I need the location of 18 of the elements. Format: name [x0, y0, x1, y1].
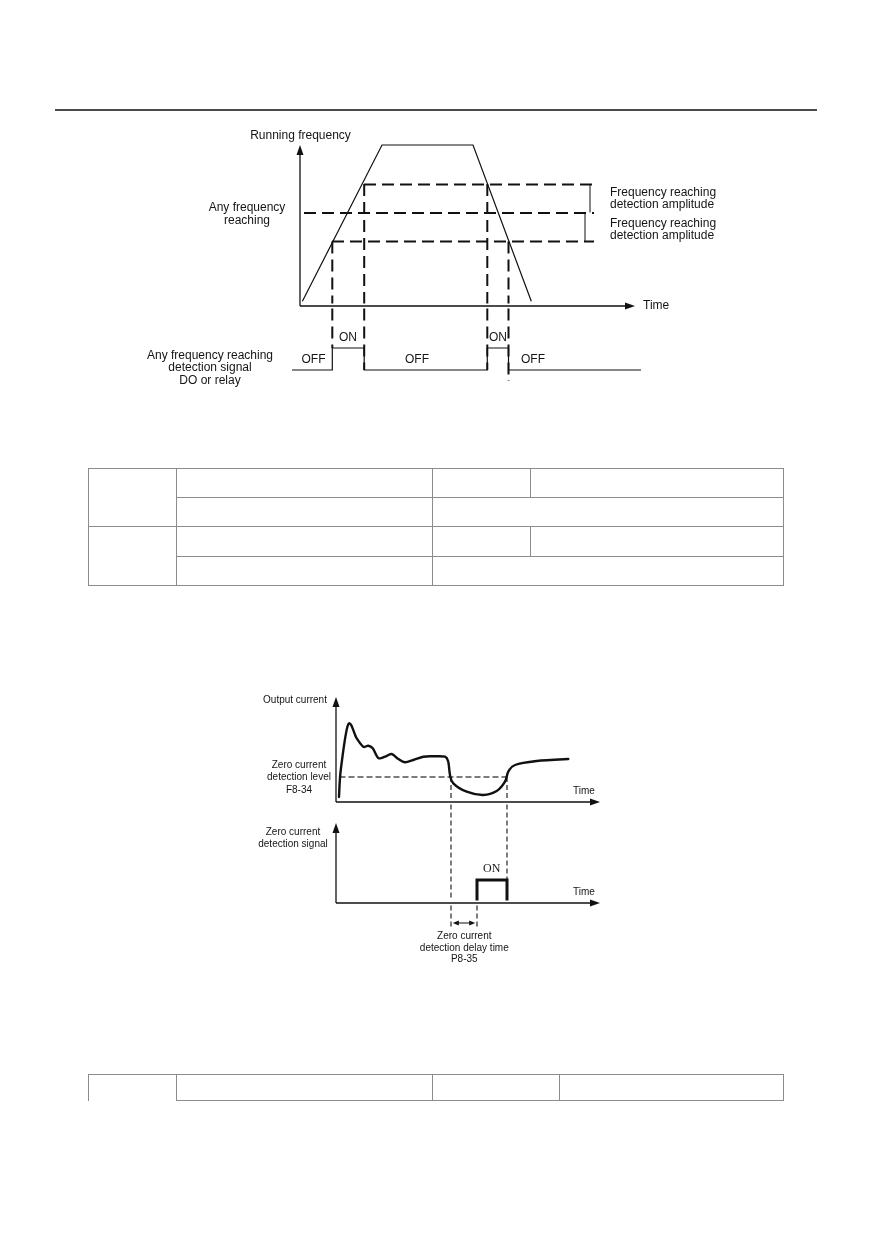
amplitude-label: Frequency reaching detection amplitude [610, 186, 717, 210]
state-label: ON [488, 331, 507, 344]
axis-label: Time [573, 785, 595, 797]
axis-label: Time [643, 299, 670, 312]
signal-label: Zero current detection signal [258, 825, 328, 851]
axis-label: Output current [263, 693, 327, 706]
state-label: OFF [301, 352, 326, 366]
state-label: ON [483, 861, 501, 874]
level-label: Any frequency reaching [208, 201, 286, 228]
state-label: OFF [405, 352, 429, 366]
signal-label: Any frequency reaching detection signal DO or relay [146, 348, 274, 387]
axis-label: Time [573, 885, 595, 898]
amplitude-label: Frequency reaching detection amplitude [610, 216, 717, 241]
state-label: ON [339, 331, 357, 344]
axis-label: Running frequency [250, 129, 351, 142]
delay-label: Zero current detection delay time P8-35 [419, 930, 509, 964]
level-label: Zero current detection level F8-34 [267, 758, 331, 797]
state-label: OFF [521, 352, 545, 366]
